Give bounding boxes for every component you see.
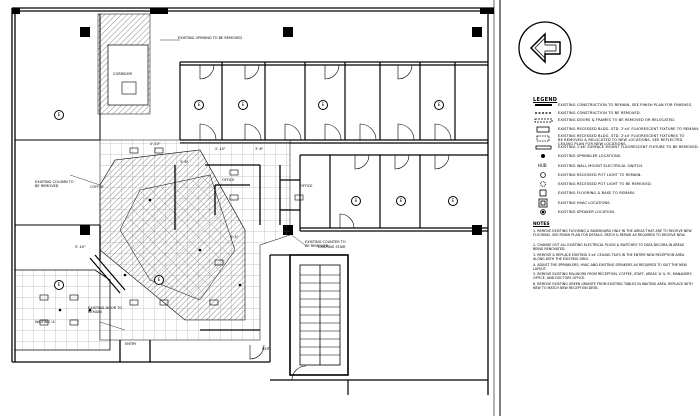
office-label-b: OFFICE [222,178,235,182]
note-item: 4. ADJUST THE SPRINKLERS, HVAC AND EXIST… [533,263,687,272]
dimension-label: 3'-6" [180,160,189,164]
legend-item-surface-fixture: EXISTING 1'x8' SURFACE MOUNT FLUORESCENT… [558,145,699,149]
note-item: 2. CHANGE OUT ALL EXISTING ELECTRICAL PL… [533,243,685,252]
room-mark: E [54,110,64,120]
legend-item-wall-remain: EXISTING CONSTRUCTION TO REMAIN. SEE FIN… [558,103,693,107]
notes-title: NOTES [533,222,550,227]
note-item: 6. REMOVE EXISTING GREEN GRANITE FROM EX… [533,282,693,291]
door-swings-north [199,64,452,141]
stair [289,254,349,381]
exit-label: EXIT [262,347,270,351]
leader-lines [69,39,306,331]
room-mark: E [238,100,248,110]
coffee-label: COFFEE [90,185,104,189]
room-mark: E [54,280,64,290]
east-rooms [299,154,488,232]
north-arrow [518,21,572,75]
dimension-label: 2'-10" [215,147,226,151]
legend-item-flooring: EXISTING FLOORING & BASE TO REMAIN. [558,191,636,195]
light-fixtures [39,147,304,326]
exterior-walls [11,7,494,395]
dimension-label: 2'-10" [150,142,161,146]
office-label-a: OFFICE [300,184,313,188]
note-item: 1. REMOVE EXISTING FLOORING & BASEBOARD … [533,229,692,238]
counter-note: EXISTING COUNTER TO BE REMOVED [305,240,346,248]
room-mark: E [194,100,204,110]
dimension-label: 5'-10" [75,245,86,249]
column-note: EXISTING COLUMN TO BE REMOVED [35,180,74,188]
stair-note: EXISTING STAIR [318,245,346,249]
room-mark: E [318,100,328,110]
legend-symbols: HUB [534,104,553,215]
legend-item-door-remove: EXISTING DOORS & FRAMES TO BE REMOVED OR… [558,118,676,122]
legend-item-fixture-relocate: EXISTING RECESSED BLDG. STD. 2'x4' FLUOR… [558,134,685,147]
waiting-area [14,269,111,351]
interior-partitions [99,164,300,362]
dimension-label: 3'-6" [255,147,264,151]
room-mark: E [351,196,361,206]
legend-item-wall-remove: EXISTING CONSTRUCTION TO BE REMOVED. [558,111,641,115]
legend-title: LEGEND [533,97,558,103]
room-mark: E [154,275,164,285]
legend-item-pot-light-remove: EXISTING RECESSED POT LIGHT TO BE REMOVE… [558,182,652,186]
room-mark: E [396,196,406,206]
sprinkler-heads [58,198,242,312]
door-note: EXISTING DOOR TO REMAIN [88,306,123,314]
room-mark: E [434,100,444,110]
room-mark: E [448,196,458,206]
legend-item-sprinkler: EXISTING SPRINKLER LOCATIONS. [558,154,622,158]
note-item: 3. REMOVE & REPLACE EXISTING 2'x4' CEILI… [533,253,685,262]
legend-item-hvac: EXISTING HVAC LOCATIONS. [558,201,611,205]
legend-item-pot-light: EXISTING RECESSED POT LIGHT TO REMAIN. [558,173,642,177]
svg-text:HUB: HUB [538,163,547,168]
legend-item-speaker: EXISTING SPEAKER LOCATION. [558,210,616,214]
dimension-label: 4'-4" [230,235,239,239]
corridor-label: CORRIDOR [113,72,132,76]
existing-opening-note: EXISTING OPENING TO BE REMOVED [178,36,243,40]
note-item: 5. REMOVE EXISTING MILLWORK FROM RECEPTI… [533,272,692,281]
legend-item-fixture-remain: EXISTING RECESSED BLDG. STD. 2'x4' FLUOR… [558,127,700,131]
waiting-label: WAITING 'A' [35,320,56,324]
entry-label: ENTRY [125,342,137,346]
legend-item-switch: EXISTING WALL MOUNT ELECTRICAL SWITCH. [558,164,644,168]
